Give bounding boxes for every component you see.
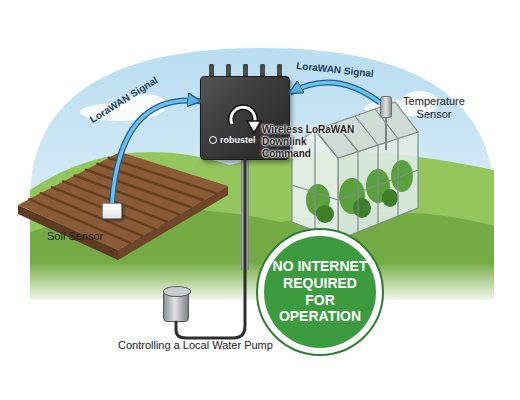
- soil-sensor: Soil Sensor: [102, 203, 122, 219]
- no-internet-badge: NO INTERNET REQUIRED FOR OPERATION: [256, 228, 384, 356]
- soil-field: [18, 152, 228, 260]
- downlink-note: Wireless LoRaWAN Downlink Command: [262, 124, 358, 160]
- badge-text: NO INTERNET REQUIRED FOR OPERATION: [270, 258, 370, 325]
- water-pump: Controlling a Local Water Pump: [163, 290, 189, 322]
- pump-label: Controlling a Local Water Pump: [118, 339, 273, 352]
- brand-logo-text: robustel: [209, 135, 256, 146]
- cable-line: [176, 160, 245, 338]
- sensor-mast: [385, 118, 387, 150]
- arrow-outline: [112, 100, 200, 203]
- arrow-outline: [290, 82, 380, 102]
- signal-arrow: [112, 100, 200, 203]
- lorawan-gateway: robustel: [200, 76, 290, 160]
- signal-arrow: [290, 82, 380, 102]
- cable-path: [176, 160, 245, 338]
- greenhouse: [292, 102, 418, 240]
- temperature-sensor: Temperature Sensor: [380, 96, 392, 118]
- sensor-label: Temperature Sensor: [397, 95, 471, 121]
- arrow-body: [290, 82, 380, 102]
- arrow-body: [112, 100, 200, 203]
- sensor-label: Soil Sensor: [47, 230, 103, 243]
